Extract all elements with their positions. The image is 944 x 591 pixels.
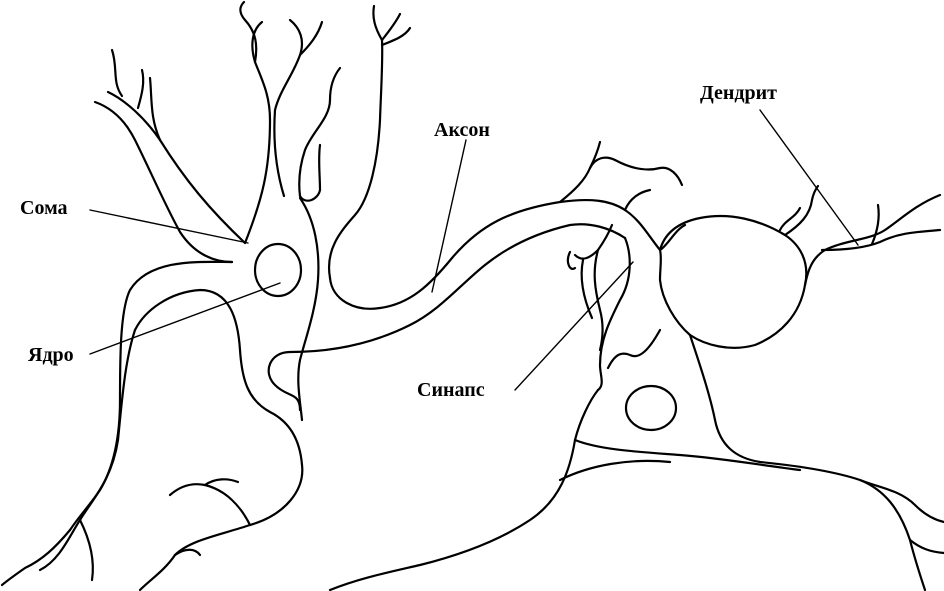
synapse-leader-line: [515, 262, 633, 390]
axon-label: Аксон: [434, 120, 490, 140]
right-nucleus: [626, 386, 676, 430]
left-neuron: [2, 2, 625, 590]
left-nucleus: [255, 244, 301, 296]
right-neuron: [330, 142, 944, 590]
axon-leader-line: [432, 140, 466, 292]
nucleus-label: Ядро: [28, 345, 74, 365]
dendrite-label: Дендрит: [700, 83, 777, 103]
dendrite-leader-line: [760, 110, 858, 245]
soma-leader-line: [90, 210, 248, 243]
soma-label: Сома: [20, 198, 68, 218]
nucleus-leader-line: [90, 283, 280, 354]
synapse-label: Синапс: [417, 380, 485, 400]
